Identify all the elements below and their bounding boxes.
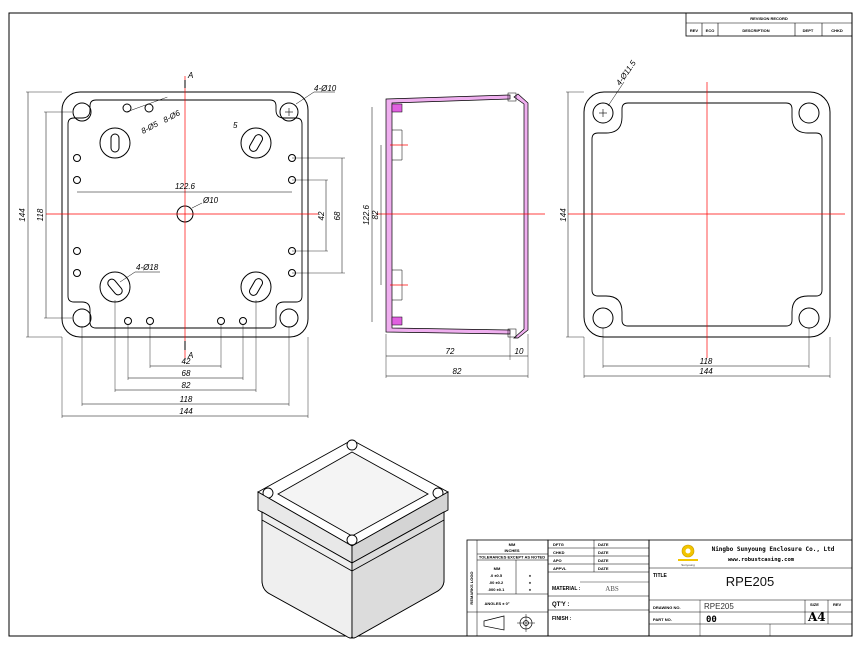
size-value: A4: [807, 610, 826, 624]
part-no-label: PART NO.: [653, 617, 672, 622]
front-section-mark-top: A: [187, 71, 193, 80]
front-corner-hole-bl: [72, 308, 92, 328]
front-dim-68-horizontal: 68: [182, 369, 191, 378]
front-dim-144-vertical: 144: [18, 208, 27, 222]
back-view: 144 4-Ø11.5 118 144: [559, 58, 845, 378]
rev-col-dept: DEPT: [803, 28, 814, 33]
tol-plus-2: ±: [529, 580, 532, 585]
rev-col-eco: ECO: [706, 28, 715, 33]
sign-date-2: DATE: [598, 550, 609, 555]
section-view: 122.6 82 72 10 82: [362, 92, 545, 378]
title-value: RPE205: [726, 574, 774, 589]
company-name: Ningbo Sunyoung Enclosure Co., Ltd: [712, 546, 835, 553]
front-boss-tl: [99, 127, 131, 159]
back-corner-hole-tl: [592, 102, 614, 124]
front-dim-68-vertical: 68: [333, 211, 342, 220]
sign-date-4: DATE: [598, 566, 609, 571]
section-dim-82: 82: [371, 210, 380, 219]
sign-role-4: APPVL: [553, 566, 567, 571]
drawing-no-label: DRAWING NO.: [653, 605, 681, 610]
front-dim-42-vertical: 42: [317, 211, 326, 220]
front-section-mark-bottom: A: [187, 351, 193, 360]
logo-caption: Sunyoung: [681, 563, 695, 567]
qty-label: QT'Y :: [552, 602, 569, 608]
front-dim-144-horizontal: 144: [179, 407, 193, 416]
sign-role-3: APO: [553, 558, 562, 563]
sign-date-3: DATE: [598, 558, 609, 563]
tol-row-1: .0 ±0.5: [490, 573, 503, 578]
sign-role-1: DFTG: [553, 542, 564, 547]
front-dim-42-horizontal: 42: [182, 357, 191, 366]
company-logo: Sunyoung: [678, 544, 698, 567]
section-lid-profile: [513, 93, 529, 339]
rev-col-chkd: CHKD: [831, 28, 843, 33]
front-inner-outline: [67, 99, 303, 329]
rev-label: REV: [833, 602, 842, 607]
back-corner-hole-tr: [798, 102, 820, 124]
sign-role-2: CHKD: [553, 550, 565, 555]
tol-row-3: .000 ±0.1: [488, 587, 505, 592]
drawing-no-value: RPE205: [704, 602, 734, 611]
front-dim-8-5: 8-Ø5: [140, 119, 160, 136]
tol-row-2: .00 ±0.2: [489, 580, 504, 585]
front-corner-hole-tl: [72, 102, 92, 122]
front-dim-5: 5: [233, 121, 238, 130]
back-corner-hole-bl: [592, 307, 614, 329]
size-label: SIZE: [810, 602, 819, 607]
isometric-view: [257, 439, 449, 639]
front-center-hole-label: Ø10: [202, 196, 219, 205]
revision-heading: REVISION RECORD: [750, 16, 788, 21]
front-corner-hole-br: [279, 308, 299, 328]
finish-label: FINISH :: [552, 616, 572, 622]
back-corner-hole-br: [798, 307, 820, 329]
back-corner-hole-label: 4-Ø11.5: [614, 58, 638, 87]
section-dim-122-6: 122.6: [362, 204, 371, 225]
section-dim-82-overall: 82: [453, 367, 462, 376]
front-corner-hole-label: 4-Ø10: [314, 84, 337, 93]
sign-date-1: DATE: [598, 542, 609, 547]
tol-plus-3: ±: [529, 587, 532, 592]
front-boss-hole-label: 4-Ø18: [136, 263, 159, 272]
tol-plus-1: ±: [529, 573, 532, 578]
remarks-side-label: REMARKS LOGO: [469, 571, 474, 604]
section-dim-72: 72: [446, 347, 455, 356]
section-wall-profile: [385, 94, 511, 335]
front-dim-118-vertical: 118: [36, 208, 45, 221]
unit-label: MM: [509, 542, 516, 547]
front-boss-tr: [240, 127, 272, 159]
material-label: MATERIAL :: [552, 586, 581, 592]
angle-note: ANGLES ± 0°: [485, 601, 510, 606]
front-dim-118-horizontal: 118: [180, 395, 193, 404]
company-url: www.robustcasing.com: [728, 557, 795, 563]
unit-label-mm: MM: [494, 566, 501, 571]
front-dim-82-horizontal: 82: [182, 381, 191, 390]
front-boss-bl: [99, 271, 131, 303]
front-dim-8-6: 8-Ø6: [162, 108, 182, 125]
title-block: MM INCHES TOLERANCES EXCEPT AS NOTED MM …: [466, 539, 853, 637]
tolerance-note: TOLERANCES EXCEPT AS NOTED: [479, 555, 545, 560]
back-dim-144-vertical: 144: [559, 208, 568, 222]
front-corner-hole-tr: [279, 102, 299, 122]
front-boss-br: [240, 271, 272, 303]
back-dim-118-horizontal: 118: [700, 357, 713, 366]
rev-col-rev: REV: [690, 28, 699, 33]
rev-col-description: DESCRIPTION: [742, 28, 769, 33]
material-value: ABS: [605, 585, 619, 593]
title-label: TITLE: [653, 573, 668, 579]
revision-block: REVISION RECORD REV ECO DESCRIPTION DEPT…: [685, 12, 853, 37]
section-dim-10: 10: [515, 347, 524, 356]
front-dim-122-6: 122.6: [175, 182, 196, 191]
unit-sub-label: INCHES: [504, 548, 519, 553]
front-view: A A 4-Ø10 8-Ø5 8-Ø6 5 122.6 Ø10 4-Ø18 42…: [18, 71, 345, 418]
projection-symbol: [483, 614, 535, 632]
sheet-border: [8, 12, 853, 637]
part-no-value: 00: [706, 615, 717, 625]
back-dim-144-horizontal: 144: [699, 367, 713, 376]
back-inner-outline: [591, 102, 823, 327]
